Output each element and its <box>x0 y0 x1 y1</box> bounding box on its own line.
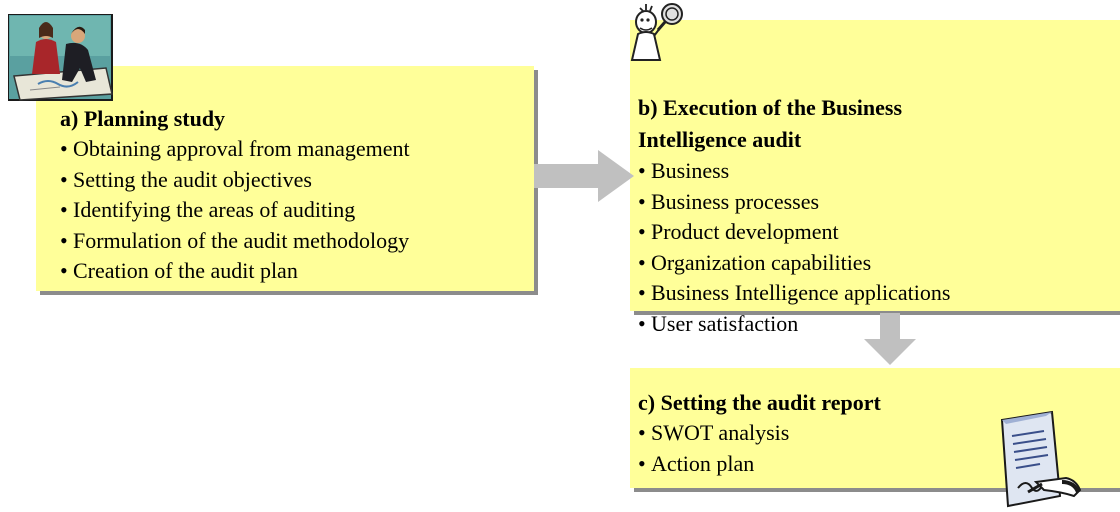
planning-study-box: a) Planning study Obtaining approval fro… <box>36 66 534 291</box>
meeting-clipart-icon <box>8 14 113 101</box>
report-item: SWOT analysis <box>638 418 1120 449</box>
down-arrow-icon <box>864 313 916 365</box>
planning-item: Identifying the areas of auditing <box>60 195 534 226</box>
execution-title-line1: b) Execution of the Business <box>638 95 903 120</box>
execution-item: Business processes <box>638 187 1120 218</box>
detective-magnifier-icon <box>630 3 683 61</box>
execution-item: Organization capabilities <box>638 248 1120 279</box>
audit-report-list: SWOT analysis Action plan <box>638 418 1120 479</box>
execution-box: b) Execution of the Business Intelligenc… <box>630 20 1120 336</box>
planning-item: Obtaining approval from management <box>60 134 534 165</box>
planning-item: Formulation of the audit methodology <box>60 226 534 257</box>
report-item: Action plan <box>638 449 1120 480</box>
execution-item: User satisfaction <box>638 309 1120 340</box>
planning-item: Setting the audit objectives <box>60 165 534 196</box>
execution-item: Business <box>638 156 1120 187</box>
right-arrow-icon <box>534 150 634 202</box>
planning-study-list: Obtaining approval from management Setti… <box>60 134 534 287</box>
execution-item: Product development <box>638 217 1120 248</box>
planning-item: Creation of the audit plan <box>60 256 534 287</box>
execution-item: Business Intelligence applications <box>638 278 1120 309</box>
planning-study-title: a) Planning study <box>60 106 226 131</box>
execution-title-line2: Intelligence audit <box>638 127 802 152</box>
document-signing-icon <box>1000 410 1082 508</box>
audit-report-title: c) Setting the audit report <box>638 390 881 415</box>
execution-list: Business Business processes Product deve… <box>638 156 1120 339</box>
